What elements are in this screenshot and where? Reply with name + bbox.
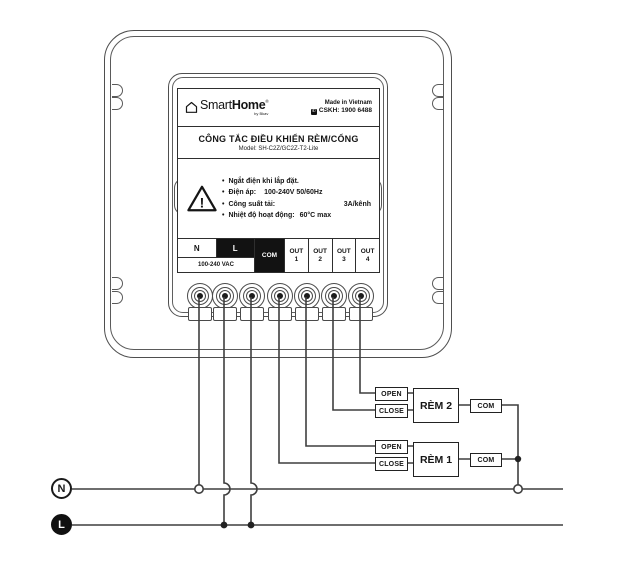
- screw-com: [239, 283, 265, 309]
- switch-outer-frame: [104, 30, 452, 358]
- phone-icon: ✆: [310, 108, 317, 115]
- junction-dot-com: [514, 455, 522, 463]
- bullet: •: [222, 189, 225, 197]
- screw-out3: [321, 283, 347, 309]
- product-title: CÔNG TẮC ĐIỀU KHIỂN RÈM/CỔNG: [198, 133, 359, 144]
- bullet: •: [222, 200, 225, 208]
- entry-port-l: [213, 307, 237, 321]
- spec-label: Nhiệt độ hoạt động:: [228, 212, 295, 220]
- brand-wordmark: SmartHome®: [200, 97, 269, 112]
- rem2-close-chip: CLOSE: [375, 404, 408, 418]
- label-specs-section: ! •Ngắt điện khi lắp đặt. •Điện áp:100-2…: [178, 159, 379, 238]
- spec-label: Ngắt điện khi lắp đặt.: [228, 177, 299, 185]
- label-header-right: Made in Vietnam ✆CSKH: 1900 6488: [310, 99, 372, 116]
- brand-smart: Smart: [200, 97, 232, 112]
- label-title-section: CÔNG TẮC ĐIỀU KHIỂN RÈM/CỔNG Model: SH-C…: [178, 127, 379, 159]
- rem1-com-chip: COM: [470, 453, 502, 467]
- switch-inner-frame: [110, 36, 444, 350]
- clip-left-top-1: [112, 84, 123, 97]
- rem2-com-chip: COM: [470, 399, 502, 413]
- entry-port-out3: [322, 307, 346, 321]
- brand-tagline: by Bkav: [254, 111, 269, 117]
- brand-logo: SmartHome® by Bkav: [185, 97, 269, 117]
- terminal-vac-label: 100-240 VAC: [198, 262, 234, 268]
- clip-right-top-1: [432, 84, 443, 97]
- clip-right-bottom-1: [432, 277, 443, 290]
- screw-out2: [294, 283, 320, 309]
- rem2-open-chip: OPEN: [375, 387, 408, 401]
- bullet: •: [222, 177, 225, 185]
- clip-left-top-2: [112, 97, 123, 110]
- registered-mark: ®: [265, 98, 269, 104]
- screw-out1: [267, 283, 293, 309]
- clip-left-bottom-1: [112, 277, 123, 290]
- spec-label: Công suất tải:: [228, 200, 276, 208]
- spec-value: 100-240V 50/60Hz: [264, 189, 323, 197]
- clip-right-top-2: [432, 97, 443, 110]
- neutral-source-node: N: [51, 478, 72, 499]
- screw-n: [187, 283, 213, 309]
- spec-row-load: •Công suất tải: 3A/kênh: [222, 201, 373, 208]
- spec-row-temp: •Nhiệt độ hoạt động: 60°C max: [222, 212, 373, 219]
- spec-value: 3A/kênh: [343, 200, 371, 208]
- rem1-open-chip: OPEN: [375, 440, 408, 454]
- spec-value: 60°C max: [299, 212, 332, 220]
- entry-port-out1: [268, 307, 292, 321]
- open-node-n-left: [194, 483, 205, 494]
- terminal-n: N: [178, 239, 217, 257]
- house-icon: [185, 101, 198, 113]
- wire-com-rem2: [457, 404, 519, 489]
- entry-port-com: [240, 307, 264, 321]
- screw-l: [212, 283, 238, 309]
- product-label: SmartHome® by Bkav Made in Vietnam ✆CSKH…: [177, 88, 380, 273]
- motor-rem1: RÈM 1: [413, 442, 459, 477]
- spec-row-voltage: •Điện áp: 100-240V 50/60Hz: [222, 189, 373, 196]
- clip-left-bottom-2: [112, 291, 123, 304]
- terminal-l: L: [216, 239, 254, 257]
- spec-label: Điện áp:: [228, 189, 257, 197]
- warning-column: !: [182, 184, 222, 213]
- clip-right-bottom-2: [432, 291, 443, 304]
- junction-dot-l2: [247, 521, 255, 529]
- junction-dot-l1: [220, 521, 228, 529]
- made-in-text: Made in Vietnam: [324, 100, 372, 107]
- rem1-close-chip: CLOSE: [375, 457, 408, 471]
- brand-home: Home: [231, 97, 266, 112]
- terminal-group-nl: N L 100-240 VAC: [178, 239, 255, 272]
- open-node-n-right: [512, 483, 523, 494]
- terminal-com: COM: [255, 239, 285, 272]
- product-model: Model: SH-C2Z/GC2Z-T2-Lite: [238, 145, 319, 152]
- entry-port-out2: [295, 307, 319, 321]
- bullet: •: [222, 212, 225, 220]
- spec-row-install: •Ngắt điện khi lắp đặt.: [222, 178, 373, 185]
- screw-out4: [348, 283, 374, 309]
- spec-list: •Ngắt điện khi lắp đặt. •Điện áp:100-240…: [222, 178, 373, 220]
- warning-exclamation: !: [200, 194, 205, 210]
- hotline-text: CSKH: 1900 6488: [318, 107, 372, 115]
- hotline: ✆CSKH: 1900 6488: [310, 107, 372, 116]
- entry-port-out4: [349, 307, 373, 321]
- label-header: SmartHome® by Bkav Made in Vietnam ✆CSKH…: [178, 89, 379, 127]
- entry-port-n: [188, 307, 212, 321]
- live-source-node: L: [51, 514, 72, 535]
- warning-triangle-icon: !: [187, 185, 217, 212]
- motor-rem2: RÈM 2: [413, 388, 459, 423]
